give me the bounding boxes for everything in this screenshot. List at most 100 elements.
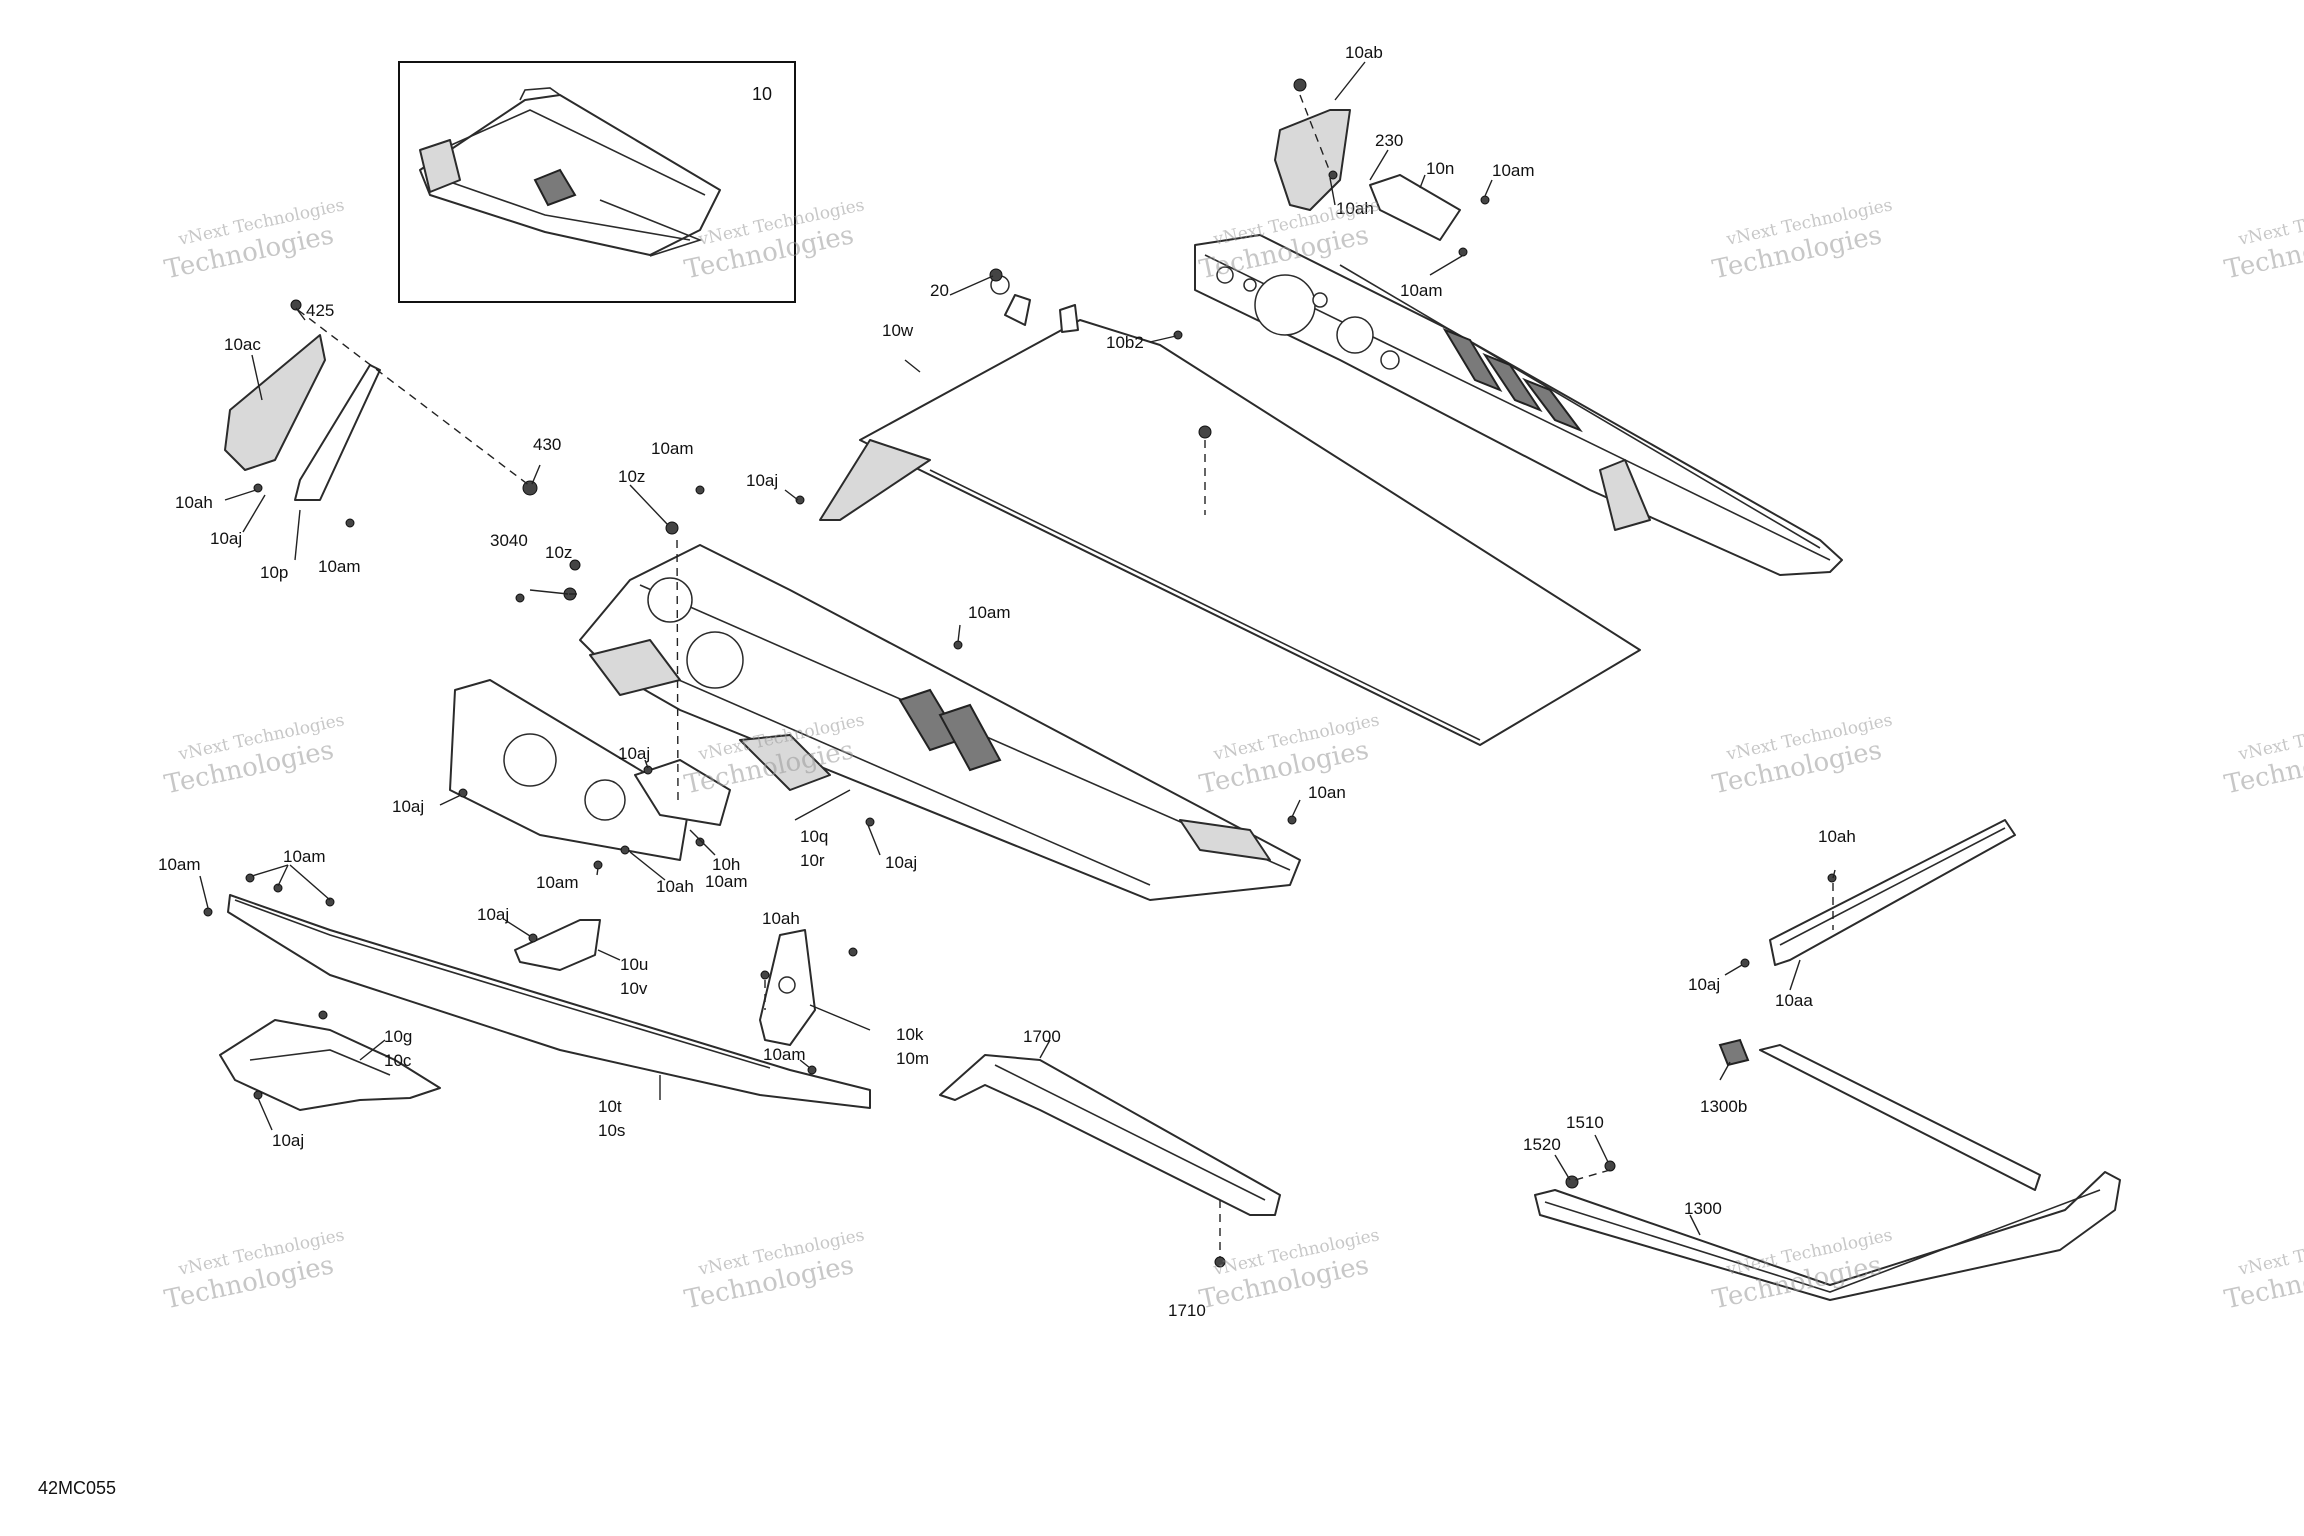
right-tunnel-side-panel	[1194, 234, 1843, 576]
center-tunnel-side	[579, 544, 1301, 901]
callout-10am: 10am	[763, 1045, 806, 1064]
callout-10aj: 10aj	[618, 744, 650, 763]
callout-20: 20	[930, 281, 949, 300]
callout-10ac: 10ac	[224, 335, 261, 354]
bolt-icon	[1293, 78, 1307, 92]
callout-1510: 1510	[1566, 1113, 1604, 1132]
callout-425: 425	[306, 301, 334, 320]
washer-icon	[1565, 1175, 1579, 1189]
bolt-icon	[620, 845, 630, 855]
callout-10n: 10n	[1426, 159, 1454, 178]
bolt-icon	[695, 485, 705, 495]
callout-10ah: 10ah	[656, 877, 694, 896]
bolt-icon	[1827, 873, 1837, 883]
callout-10am: 10am	[651, 439, 694, 458]
callout-10k: 10k	[896, 1025, 924, 1044]
callout-10aj: 10aj	[1688, 975, 1720, 994]
callout-10g: 10g	[384, 1027, 412, 1046]
callout-10aa: 10aa	[1775, 991, 1813, 1010]
bolt-icon	[848, 947, 858, 957]
callout-10z: 10z	[545, 543, 572, 562]
callout-10w: 10w	[882, 321, 914, 340]
callout-10s: 10s	[598, 1121, 625, 1140]
callout-1520: 1520	[1523, 1135, 1561, 1154]
small-bracket-10k	[759, 929, 816, 1046]
rear-bracket-10aa	[1769, 819, 2016, 966]
bolt-icon	[1173, 330, 1183, 340]
callout-10am: 10am	[705, 872, 748, 891]
callout-labels: 10ab 230 10n 10am 10ah 10am 10b2 20 10w …	[158, 43, 1856, 1320]
callout-10aj: 10aj	[477, 905, 509, 924]
nut-icon	[522, 480, 538, 496]
bolt-icon	[643, 765, 653, 775]
callout-1300b: 1300b	[1700, 1097, 1747, 1116]
left-side-plate	[449, 679, 831, 861]
callout-430: 430	[533, 435, 561, 454]
bolt-icon	[953, 640, 963, 650]
tunnel-hole	[647, 577, 693, 623]
callout-10m: 10m	[896, 1049, 929, 1068]
callout-10q: 10q	[800, 827, 828, 846]
figure-code: 42MC055	[38, 1478, 116, 1498]
bolt-icon	[1740, 958, 1750, 968]
callout-10ah: 10ah	[1818, 827, 1856, 846]
callout-10aj: 10aj	[885, 853, 917, 872]
callout-10ah: 10ah	[762, 909, 800, 928]
bolt-icon	[1328, 170, 1338, 180]
callout-10u: 10u	[620, 955, 648, 974]
panel-hole	[1336, 316, 1374, 354]
callout-10ab: 10ab	[1345, 43, 1383, 62]
callout-10aj: 10aj	[210, 529, 242, 548]
upper-left-bracket	[224, 334, 381, 501]
callout-10t: 10t	[598, 1097, 622, 1116]
callout-1300: 1300	[1684, 1199, 1722, 1218]
skid-plate	[219, 1019, 441, 1111]
callout-10p: 10p	[260, 563, 288, 582]
callout-10h: 10h	[712, 855, 740, 874]
callout-10aj: 10aj	[272, 1131, 304, 1150]
inset-label: 10	[752, 84, 772, 104]
bolt-icon	[593, 860, 603, 870]
nut-icon	[989, 268, 1003, 282]
callout-3040: 3040	[490, 531, 528, 550]
callout-10am: 10am	[1492, 161, 1535, 180]
callout-1700: 1700	[1023, 1027, 1061, 1046]
front-bumper-1700	[939, 1054, 1281, 1216]
bolt-icon	[865, 817, 875, 827]
fasteners	[203, 78, 1837, 1268]
bolt-icon	[1604, 1160, 1616, 1172]
nut-icon	[665, 521, 679, 535]
callout-10am: 10am	[536, 873, 579, 892]
callout-10aj: 10aj	[746, 471, 778, 490]
inset-assembly: 10	[398, 61, 796, 303]
bolt-icon	[1287, 815, 1297, 825]
callout-10an: 10an	[1308, 783, 1346, 802]
callout-10ah: 10ah	[1336, 199, 1374, 218]
callout-10am: 10am	[283, 847, 326, 866]
nut-icon	[1198, 425, 1212, 439]
panel-hole	[1254, 274, 1316, 336]
callout-10b2: 10b2	[1106, 333, 1144, 352]
bolt-icon	[290, 299, 302, 311]
tunnel-top-panel	[819, 275, 1641, 746]
callout-10r: 10r	[800, 851, 825, 870]
bolt-icon	[1458, 247, 1468, 257]
callout-10am: 10am	[968, 603, 1011, 622]
small-bracket-10u	[514, 919, 601, 971]
bolt-icon	[273, 883, 283, 893]
nut-icon	[569, 559, 581, 571]
callout-10ah: 10ah	[175, 493, 213, 512]
callout-10v: 10v	[620, 979, 648, 998]
callout-10z: 10z	[618, 467, 645, 486]
callout-10am: 10am	[1400, 281, 1443, 300]
bolt-icon	[760, 970, 770, 980]
bolt-icon	[203, 907, 213, 917]
bolt-icon	[528, 933, 538, 943]
left-running-board	[227, 894, 871, 1109]
callout-10aj: 10aj	[392, 797, 424, 816]
tunnel-hole	[686, 631, 744, 689]
rear-bumper-1300	[1534, 1038, 2121, 1301]
bolt-icon	[1480, 195, 1490, 205]
callout-1710: 1710	[1168, 1301, 1206, 1320]
